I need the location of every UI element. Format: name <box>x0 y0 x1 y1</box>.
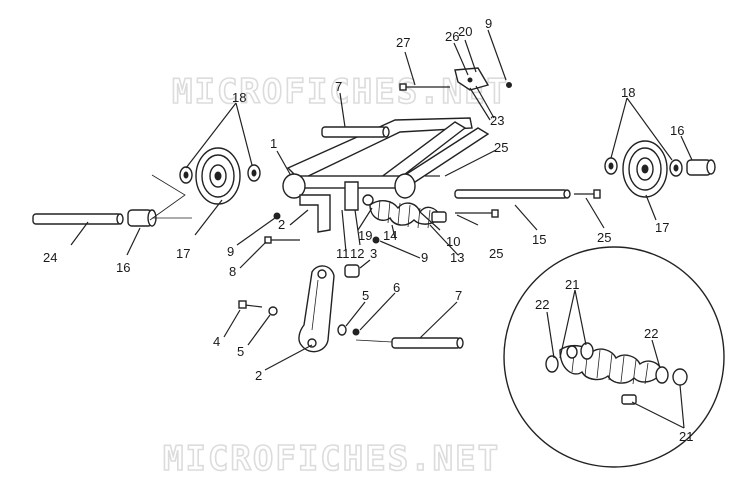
callout-16-left: 16 <box>116 260 130 275</box>
callout-22-left: 22 <box>535 297 549 312</box>
watermark-top: MICROFICHES.NET <box>172 72 509 112</box>
inset-bushing-right <box>655 366 669 384</box>
mount-bracket <box>299 194 331 233</box>
callout-20: 20 <box>458 24 472 39</box>
cross-shaft-end-right <box>394 173 416 199</box>
inset-bushing-left-a <box>545 355 559 373</box>
callout-4: 4 <box>213 334 220 349</box>
callout-5-bottom: 5 <box>237 344 244 359</box>
bolt-25-mid-head <box>491 209 499 218</box>
callout-21-bottom: 21 <box>679 429 693 444</box>
shock-body <box>431 211 447 223</box>
shock-spring-coils <box>377 199 431 229</box>
bolt-right-head <box>593 189 601 199</box>
washer-left-inner-hole <box>183 171 189 179</box>
callout-15: 15 <box>532 232 546 247</box>
bushing-3 <box>344 264 360 278</box>
callout-6: 6 <box>393 280 400 295</box>
long-axle-rod-end <box>563 189 571 199</box>
inset-detail <box>503 246 725 468</box>
long-axle-rod <box>454 189 568 199</box>
shock-absorber <box>362 194 447 229</box>
spacer-right-end <box>706 159 716 175</box>
left-wheel-assembly <box>32 147 261 227</box>
callout-2-upper: 2 <box>278 217 285 232</box>
bolt-8-head <box>264 236 272 244</box>
washer-left-outer-hole <box>251 169 257 177</box>
idler-wheel-right-center <box>641 164 649 174</box>
inset-washer-21-a <box>580 342 594 360</box>
hardware <box>264 175 499 278</box>
callout-8: 8 <box>229 264 236 279</box>
top-bracket-hole <box>467 77 473 83</box>
washer-right-inner-hole <box>608 162 614 170</box>
nut-9-mid <box>372 236 380 244</box>
callout-27: 27 <box>396 35 410 50</box>
tube-7-lower <box>391 337 461 349</box>
lower-link-arm-hole-top <box>317 269 327 279</box>
callout-22-right: 22 <box>644 326 658 341</box>
nut-9-left <box>273 212 281 220</box>
tube-7-lower-axis <box>355 339 393 343</box>
watermark-bottom: MICROFICHES.NET <box>163 439 500 479</box>
callout-1: 1 <box>270 136 277 151</box>
bolt-4 <box>244 304 263 308</box>
axis-line-left <box>149 174 192 221</box>
washer-5-left <box>268 306 278 316</box>
tube-7-lower-end <box>456 337 464 349</box>
callout-10: 10 <box>446 234 460 249</box>
callout-21-top: 21 <box>565 277 579 292</box>
callout-26: 26 <box>445 29 459 44</box>
inset-washer-21-b <box>672 368 688 386</box>
nut-6 <box>352 328 360 336</box>
tube-7-upper <box>321 126 387 138</box>
bolt-4-head <box>238 300 247 309</box>
right-wheel-assembly <box>454 140 716 199</box>
callout-18-right: 18 <box>621 85 635 100</box>
callout-13: 13 <box>450 250 464 265</box>
axle-rod-end <box>116 213 124 225</box>
bolt-top-head <box>399 83 407 91</box>
callout-25-top: 25 <box>494 140 508 155</box>
callout-24: 24 <box>43 250 57 265</box>
callout-7-bottom: 7 <box>455 288 462 303</box>
lower-link-assembly <box>238 126 464 353</box>
callout-12: 12 <box>350 246 364 261</box>
leader-lines <box>70 29 693 429</box>
lower-link-arm-edge <box>311 279 319 331</box>
callout-2-lower: 2 <box>255 368 262 383</box>
inset-shock-coils <box>571 345 649 385</box>
lower-link-arm <box>298 265 335 353</box>
callout-labels: 27 26 20 9 7 18 18 23 16 1 25 2 9 8 24 1… <box>43 16 693 444</box>
mount-bracket-2 <box>344 181 359 211</box>
callout-25-mid: 25 <box>489 246 503 261</box>
main-frame <box>282 67 512 233</box>
washer-right-outer-hole <box>673 164 679 172</box>
axle-rod <box>32 213 122 225</box>
callout-16-right: 16 <box>670 123 684 138</box>
callout-17-left: 17 <box>176 246 190 261</box>
callout-25-right: 25 <box>597 230 611 245</box>
callout-17-right: 17 <box>655 220 669 235</box>
callout-23: 23 <box>490 113 504 128</box>
shock-eye <box>362 194 374 206</box>
callout-18-left: 18 <box>232 90 246 105</box>
nut-top <box>506 82 512 88</box>
callout-9-top: 9 <box>485 16 492 31</box>
callout-11: 11 <box>336 246 350 261</box>
callout-9-left: 9 <box>227 244 234 259</box>
inset-bushing-left-b <box>566 345 578 359</box>
callout-9-mid: 9 <box>421 250 428 265</box>
cross-shaft-end-left <box>282 173 306 199</box>
lower-link-arm-hole-bottom <box>307 338 317 348</box>
callout-5-top: 5 <box>362 288 369 303</box>
callout-7-top: 7 <box>335 79 342 94</box>
washer-5-right <box>337 324 347 336</box>
callout-3: 3 <box>370 246 377 261</box>
idler-wheel-left-center <box>214 171 222 181</box>
tube-7-upper-end <box>382 126 390 138</box>
callout-19: 19 <box>358 228 372 243</box>
callout-14: 14 <box>383 228 397 243</box>
